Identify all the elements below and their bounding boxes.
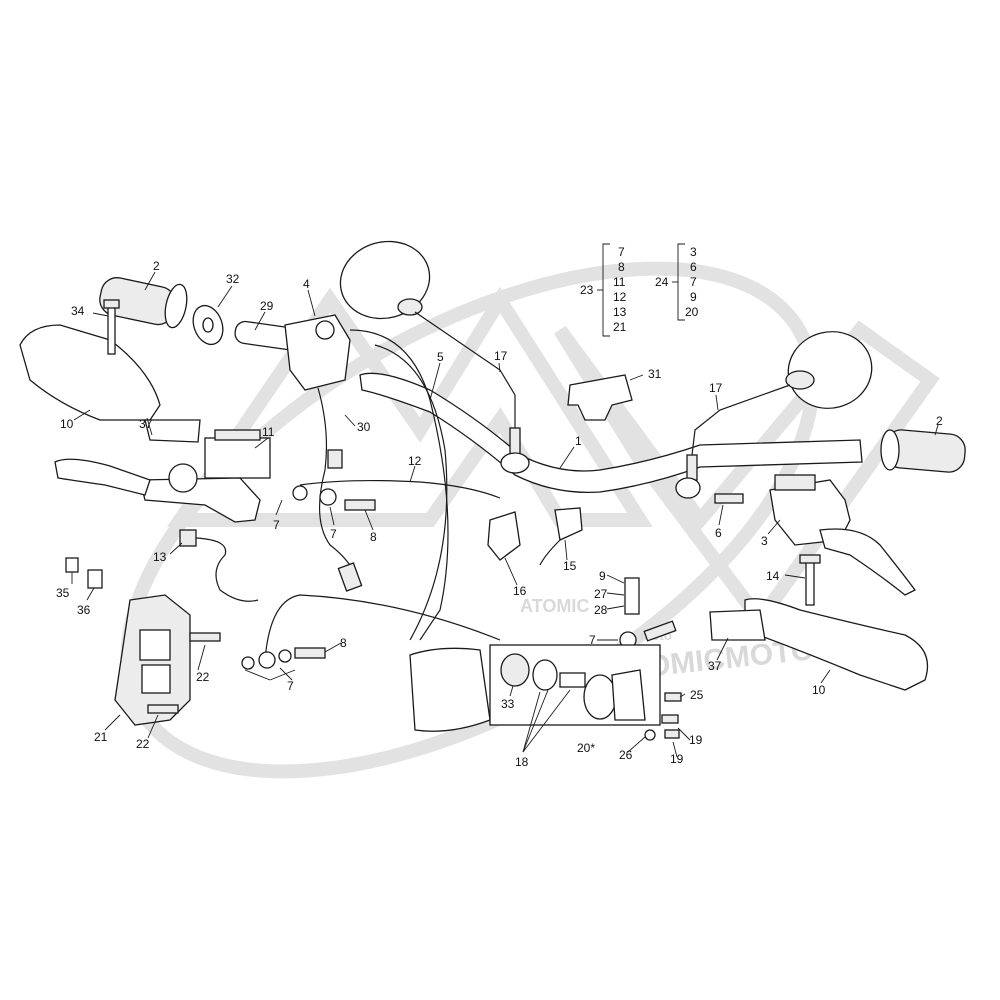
group-24-item: 6 bbox=[690, 260, 697, 274]
callout-8-a: 8 bbox=[370, 530, 377, 544]
callout-1: 1 bbox=[575, 434, 582, 448]
reservoir-cover bbox=[567, 374, 633, 421]
callout-21: 21 bbox=[94, 730, 108, 744]
right-grip bbox=[880, 429, 966, 473]
callout-2-left: 2 bbox=[153, 259, 160, 273]
callout-29: 29 bbox=[260, 299, 274, 313]
handlebar bbox=[359, 372, 863, 494]
group-23-item: 11 bbox=[613, 275, 626, 289]
callout-2-right: 2 bbox=[936, 414, 943, 428]
callout-4: 4 bbox=[303, 277, 310, 291]
callout-17-right: 17 bbox=[709, 381, 723, 395]
right-mirror bbox=[675, 331, 873, 499]
right-brake-lever bbox=[819, 528, 916, 596]
callout-8-b: 8 bbox=[340, 636, 347, 650]
group-23-item: 13 bbox=[613, 305, 627, 319]
left-handguard bbox=[19, 324, 161, 421]
callout-37-left: 37 bbox=[139, 417, 153, 431]
callout-36: 36 bbox=[77, 603, 91, 617]
group-24-item: 3 bbox=[690, 245, 697, 259]
callout-37-right: 37 bbox=[708, 659, 722, 673]
callout-25: 25 bbox=[690, 688, 704, 702]
callout-3: 3 bbox=[761, 534, 768, 548]
callout-14: 14 bbox=[766, 569, 780, 583]
left-grip bbox=[99, 277, 188, 329]
callout-9: 9 bbox=[599, 569, 606, 583]
callout-20: 20* bbox=[577, 741, 595, 755]
callout-6: 6 bbox=[715, 526, 722, 540]
repair-kit-bag bbox=[409, 647, 491, 732]
callout-17-left: 17 bbox=[494, 349, 508, 363]
group-24-item: 20 bbox=[685, 305, 699, 319]
switch-15 bbox=[554, 507, 583, 541]
callout-7-b: 7 bbox=[330, 527, 337, 541]
switch-16 bbox=[487, 511, 521, 561]
callout-11: 11 bbox=[262, 425, 275, 439]
left-mirror bbox=[339, 240, 530, 474]
callout-7-a: 7 bbox=[273, 518, 280, 532]
callout-5: 5 bbox=[437, 350, 444, 364]
callout-32: 32 bbox=[226, 272, 240, 286]
group-24-item: 7 bbox=[690, 275, 697, 289]
callout-19-a: 19 bbox=[689, 733, 703, 747]
watermark-brand: ATOMIC bbox=[520, 596, 589, 616]
left-brake-lever bbox=[54, 458, 151, 496]
callout-22-a: 22 bbox=[196, 670, 210, 684]
callout-10-left: 10 bbox=[60, 417, 74, 431]
callout-34: 34 bbox=[71, 304, 85, 318]
callout-18: 18 bbox=[515, 755, 529, 769]
group-24-label: 24 bbox=[655, 275, 669, 289]
group-23-item: 12 bbox=[613, 290, 627, 304]
right-handguard bbox=[744, 598, 929, 691]
group-24-item: 9 bbox=[690, 290, 697, 304]
callout-labels: 1 2 2 3 4 5 6 7 7 7 8 8 9 10 10 11 12 13… bbox=[56, 259, 943, 769]
callout-26: 26 bbox=[619, 748, 633, 762]
callout-16: 16 bbox=[513, 584, 527, 598]
callout-31: 31 bbox=[648, 367, 662, 381]
callout-27: 27 bbox=[594, 587, 608, 601]
callout-10-right: 10 bbox=[812, 683, 826, 697]
callout-19-b: 19 bbox=[670, 752, 684, 766]
callout-7-c: 7 bbox=[287, 679, 294, 693]
group-23-label: 23 bbox=[580, 283, 594, 297]
group-23: 23 7 8 11 12 13 21 bbox=[580, 245, 627, 334]
group-brackets bbox=[597, 243, 685, 337]
group-24: 24 3 6 7 9 20 bbox=[655, 245, 699, 319]
parts-drawing bbox=[19, 240, 966, 741]
callout-7-d: 7 bbox=[589, 633, 596, 647]
leader-lines bbox=[71, 271, 939, 758]
callout-15: 15 bbox=[563, 559, 577, 573]
callout-35: 35 bbox=[56, 586, 70, 600]
callout-33: 33 bbox=[501, 697, 515, 711]
group-23-item: 8 bbox=[618, 260, 625, 274]
group-23-item: 7 bbox=[618, 245, 625, 259]
callout-30: 30 bbox=[357, 420, 371, 434]
callout-22-b: 22 bbox=[136, 737, 150, 751]
callout-12: 12 bbox=[408, 454, 422, 468]
callout-28: 28 bbox=[594, 603, 608, 617]
group-23-item: 21 bbox=[613, 320, 627, 334]
callout-13: 13 bbox=[153, 550, 167, 564]
